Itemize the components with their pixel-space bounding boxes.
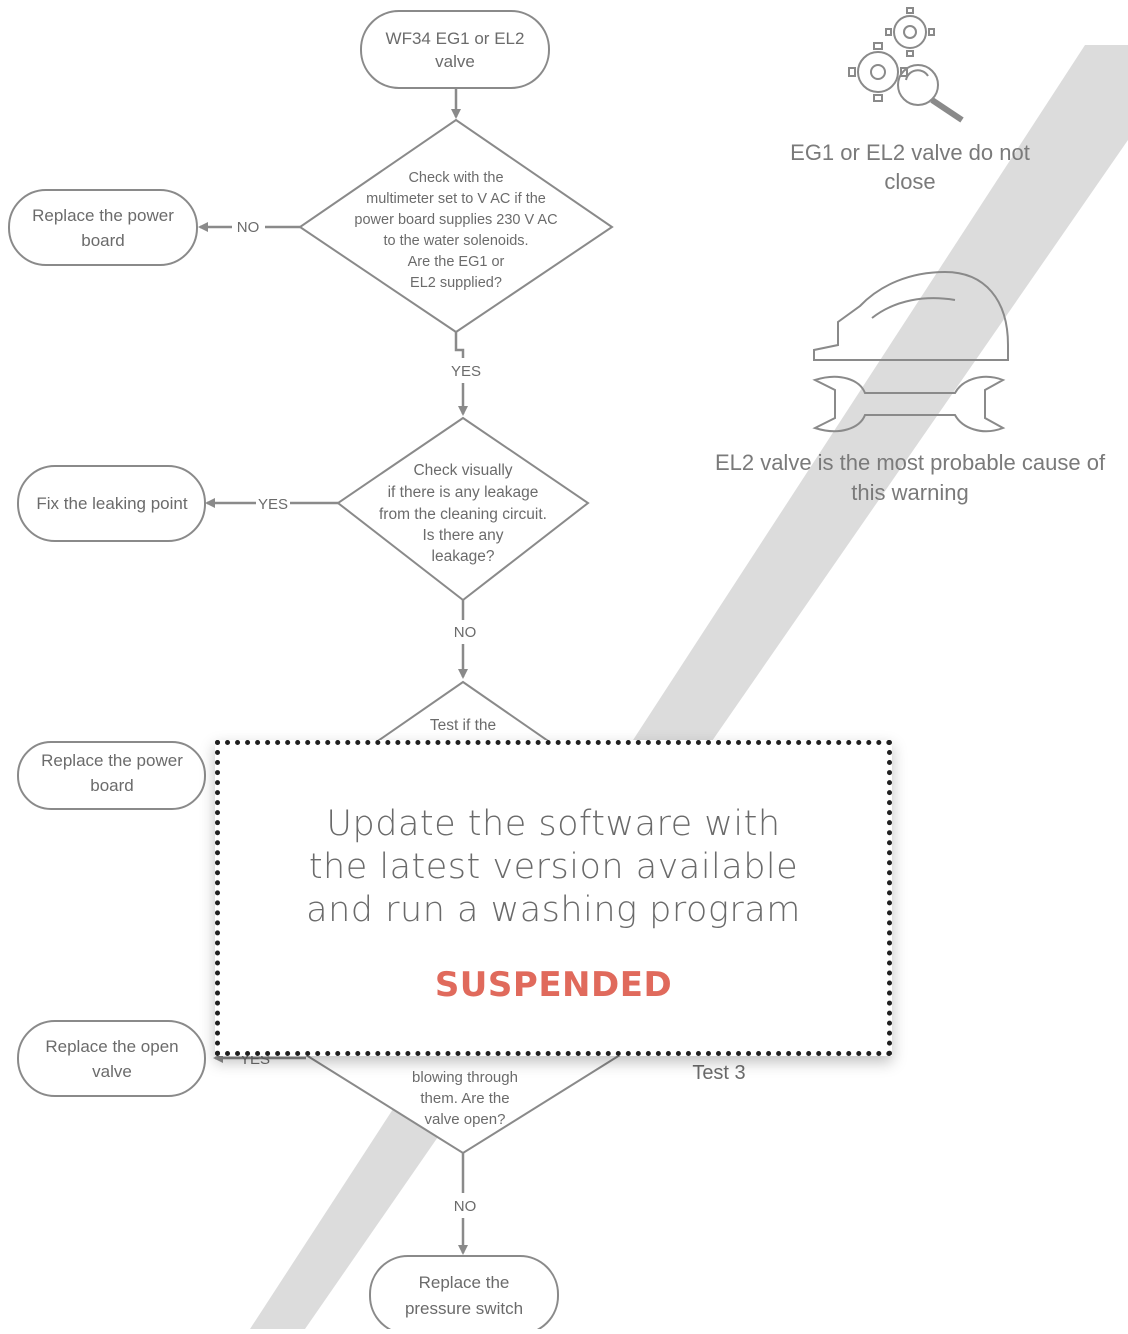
action-replace-power-board-1-line1: Replace the power — [32, 206, 174, 225]
test-3-label: Test 3 — [692, 1062, 745, 1084]
decision-q2-line: if there is any leakage — [388, 484, 539, 501]
gears-magnifier-icon — [848, 7, 964, 123]
q1-no-label: NO — [237, 219, 260, 236]
decision-q1-line: multimeter set to V AC if the — [366, 191, 546, 207]
helmet-wrench-icon — [812, 270, 1009, 433]
suspended-notice: Update the software with the latest vers… — [215, 740, 892, 1056]
repair-caption-line2: this warning — [851, 480, 968, 505]
decision-q4-line: blowing through — [412, 1069, 518, 1086]
end-node-line1: Replace the — [419, 1273, 510, 1292]
notice-message: Update the software with the latest vers… — [306, 804, 801, 930]
action-replace-power-board-2-line1: Replace the power — [41, 751, 183, 770]
action-replace-open-valve-line2: valve — [92, 1062, 132, 1081]
action-replace-power-board-2-line2: board — [90, 776, 133, 795]
q4-no-label: NO — [454, 1198, 477, 1215]
connector-q1-yes — [454, 332, 465, 358]
action-replace-power-board-2 — [17, 741, 206, 810]
decision-q2-line: Is there any — [423, 527, 504, 544]
end-node — [369, 1255, 559, 1334]
action-fix-leaking-point-label: Fix the leaking point — [36, 494, 187, 513]
decision-q1-text: Check with the multimeter set to V AC if… — [354, 170, 557, 291]
decision-q2-text: Check visually if there is any leakage f… — [379, 462, 547, 565]
decision-q2-line: Check visually — [413, 462, 512, 479]
decision-q1-line: Check with the — [408, 170, 503, 186]
end-node-line2: pressure switch — [405, 1299, 523, 1318]
decision-q3-line: Test if the — [430, 717, 496, 734]
start-node-line2: valve — [435, 52, 475, 71]
connectors — [198, 88, 468, 1255]
start-node — [360, 10, 550, 89]
decision-q4-line: them. Are the — [420, 1090, 509, 1107]
decision-q2 — [336, 416, 590, 602]
decision-q4-text: blowing through them. Are the valve open… — [412, 1069, 518, 1128]
action-fix-leaking-point — [17, 465, 206, 542]
status-badge: SUSPENDED — [434, 965, 673, 1005]
decision-q1-line: EL2 supplied? — [410, 275, 502, 291]
action-replace-power-board-1-line2: board — [81, 231, 124, 250]
gears-caption-line2: close — [884, 169, 935, 194]
decision-q4-line: valve open? — [425, 1111, 506, 1128]
decision-q2-line: from the cleaning circuit. — [379, 506, 547, 523]
decision-q1 — [298, 118, 614, 334]
q2-no-label: NO — [454, 624, 477, 641]
decision-q1-line: Are the EG1 or — [408, 254, 505, 270]
action-replace-open-valve-line1: Replace the open — [45, 1037, 178, 1056]
decision-q1-line: power board supplies 230 V AC — [354, 212, 557, 228]
decision-q1-line: to the water solenoids. — [383, 233, 528, 249]
q2-yes-label: YES — [258, 496, 288, 513]
action-replace-power-board-1 — [8, 189, 198, 266]
q1-yes-label: YES — [451, 363, 481, 380]
gears-caption-line1: EG1 or EL2 valve do not — [790, 140, 1030, 165]
action-replace-open-valve — [17, 1020, 206, 1097]
repair-caption-line1: EL2 valve is the most probable cause of — [715, 450, 1106, 475]
start-node-line1: WF34 EG1 or EL2 — [386, 29, 525, 48]
decision-q2-line: leakage? — [432, 548, 495, 565]
